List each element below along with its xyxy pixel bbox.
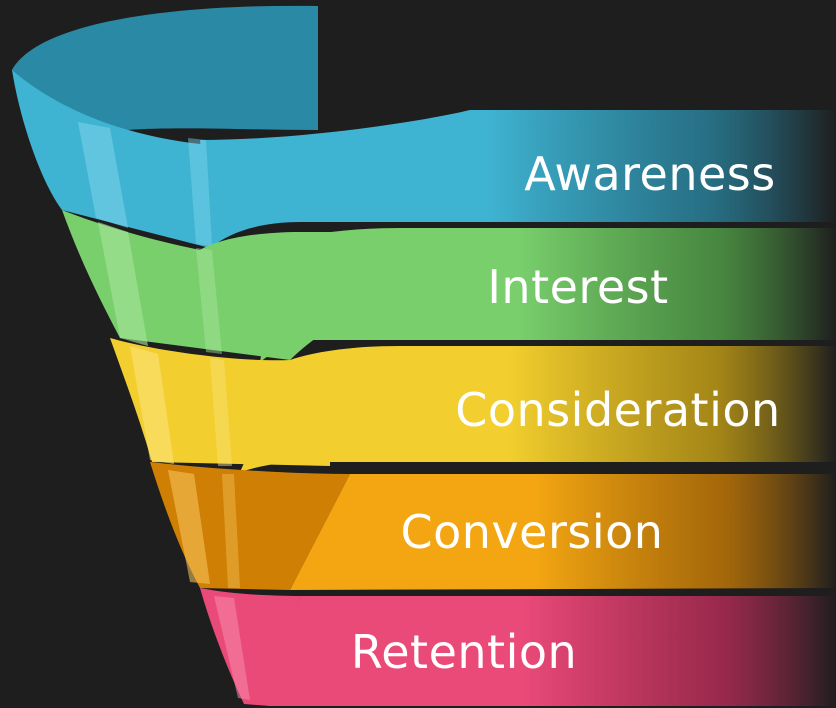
funnel-rim — [12, 5, 318, 150]
funnel-highlight — [168, 470, 210, 584]
stage-label-awareness: Awareness — [524, 147, 776, 201]
funnel-highlight — [222, 474, 240, 588]
funnel-stage-awareness: Awareness — [12, 5, 836, 248]
funnel-ribbon — [268, 596, 836, 706]
stage-label-retention: Retention — [351, 625, 577, 679]
funnel-highlight — [210, 358, 232, 466]
funnel-highlight — [130, 346, 174, 464]
funnel-stage-consideration: Consideration — [110, 338, 836, 472]
funnel-highlight — [196, 248, 222, 354]
funnel-stage-conversion: Conversion — [150, 462, 836, 590]
funnel-highlight — [214, 596, 250, 700]
funnel-highlight — [78, 122, 128, 228]
stage-label-consideration: Consideration — [455, 383, 780, 437]
funnel-highlight — [98, 222, 148, 346]
funnel-ribbon — [260, 228, 836, 362]
funnel-stage-interest: Interest — [62, 210, 836, 362]
funnel-ribbon — [240, 346, 836, 472]
stage-label-conversion: Conversion — [401, 505, 664, 559]
funnel-stage-retention: Retention — [200, 588, 836, 706]
funnel-ribbon — [200, 110, 836, 248]
funnel-highlight — [188, 138, 212, 246]
funnel-ribbon — [290, 474, 836, 590]
stage-label-interest: Interest — [487, 260, 668, 314]
